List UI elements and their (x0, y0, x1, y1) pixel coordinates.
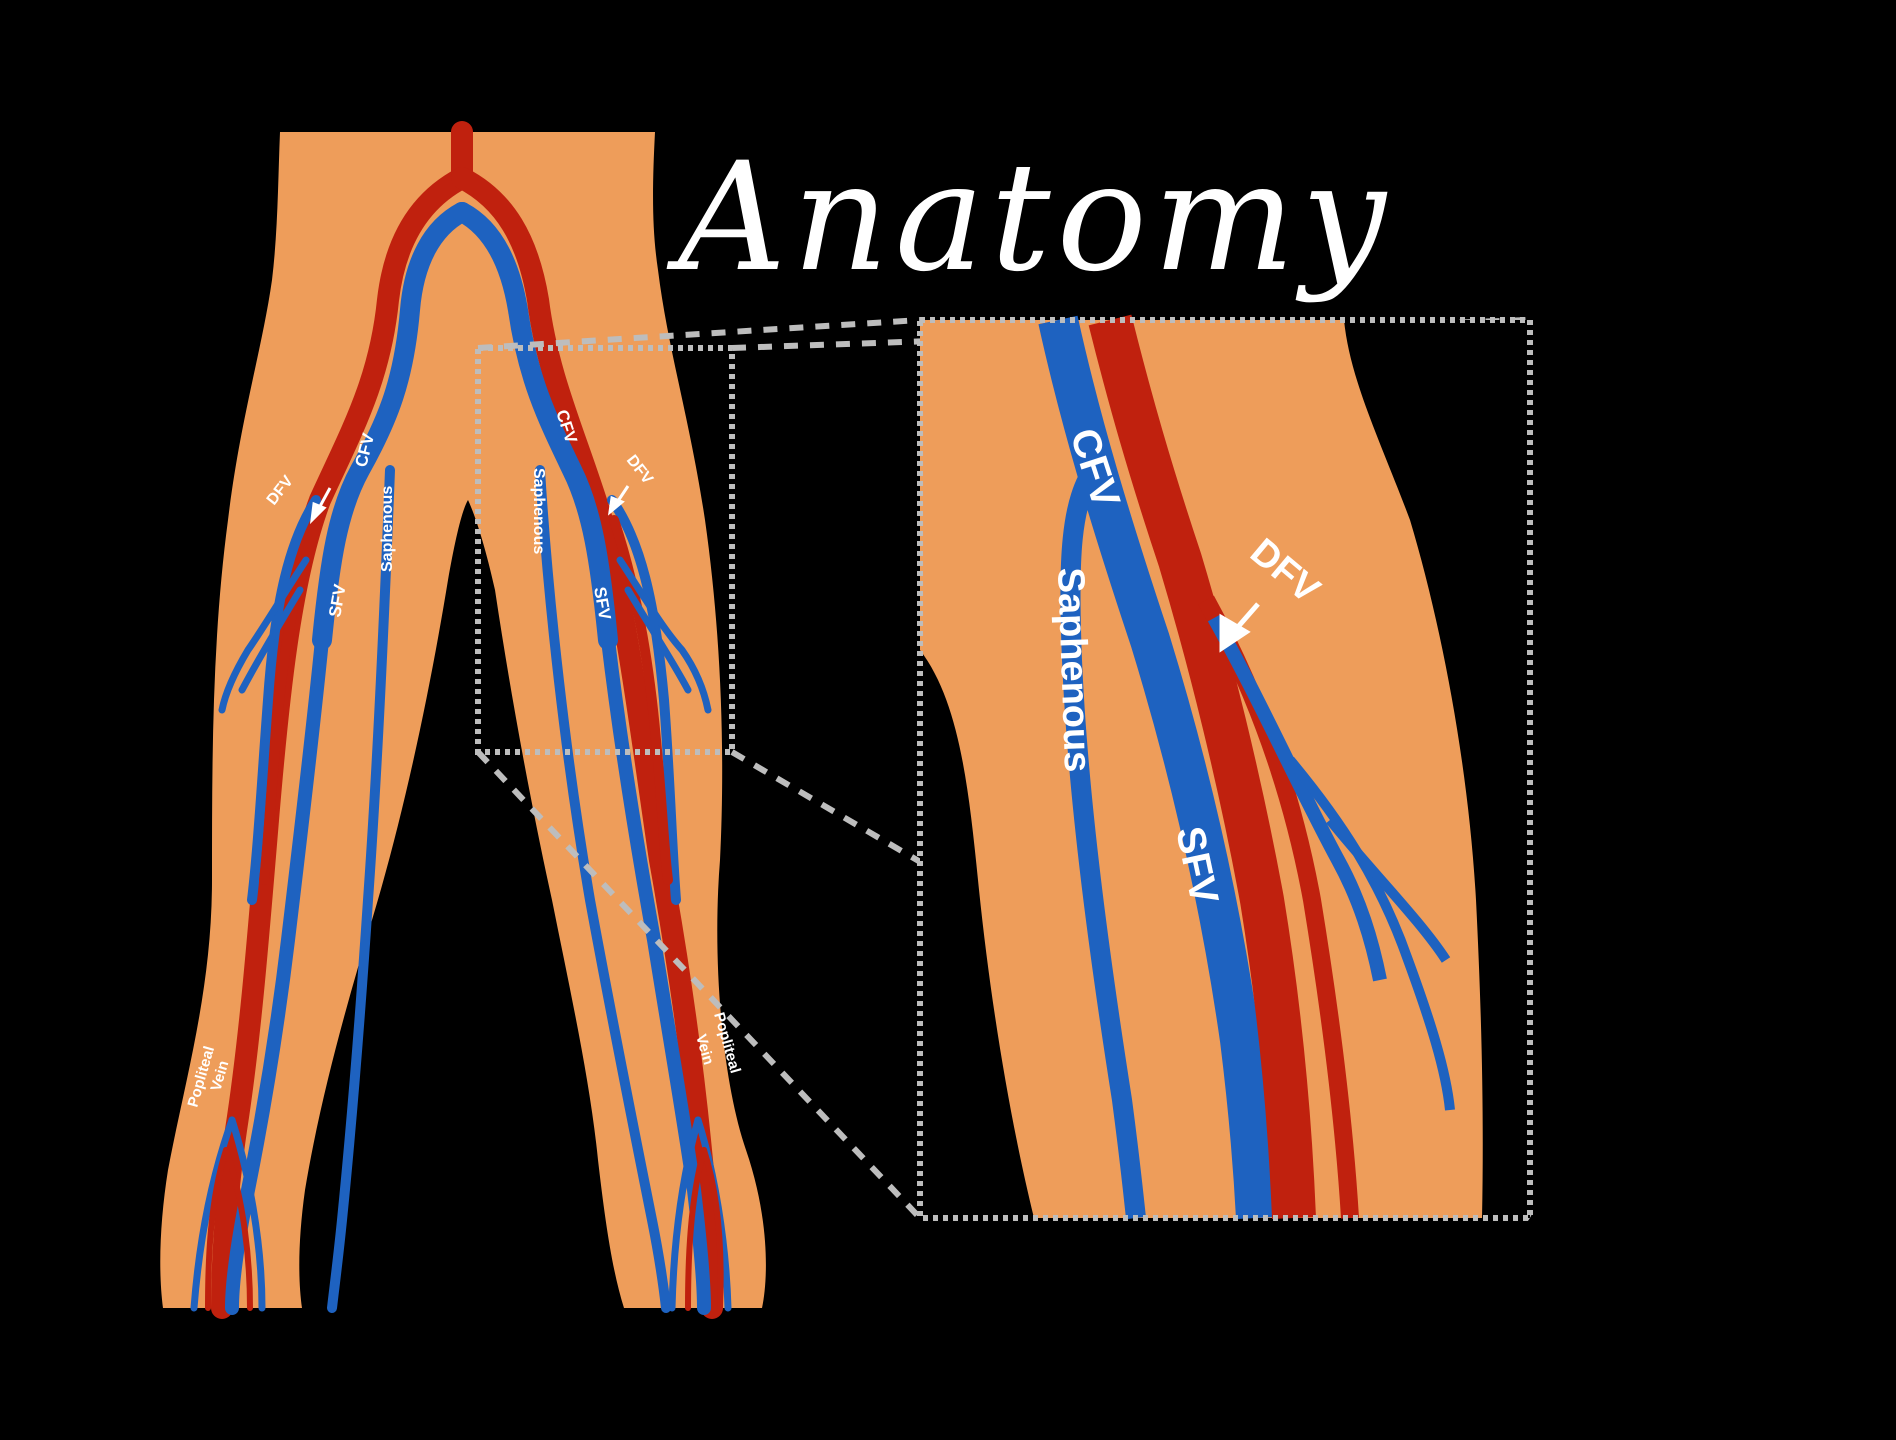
connector-bottom (475, 749, 923, 1221)
source-zoom-box (475, 345, 735, 755)
left-iliac-artery (451, 167, 723, 1319)
zoom-dfv-branch-2 (1326, 816, 1451, 963)
slide-title: Anatomy (678, 131, 1392, 305)
zoom-dfv-vein (1207, 614, 1387, 982)
right-knee-artery-2 (223, 1147, 253, 1311)
zoom-saphenous-label: Saphenous (1049, 567, 1098, 773)
left-knee-artery-1 (685, 1147, 707, 1311)
right-saphenous-vein (327, 465, 395, 1313)
zoom-cfv-sfv-vein (1038, 315, 1276, 1220)
zoom-saphenous-vein (1060, 459, 1146, 1220)
left-knee-artery-2 (701, 1147, 724, 1311)
right-leg-vessels (190, 121, 732, 1319)
right-dfv-arrowhead (309, 501, 327, 525)
left-saphenous-vein (535, 465, 671, 1313)
zoom-panel: CFV DFV SFV Saphenous (917, 314, 1533, 1221)
right-saphenous-label: Saphenous (379, 486, 396, 572)
zoom-dfv-arrow (1219, 602, 1260, 653)
left-dfv (607, 495, 681, 905)
left-dfv-arrowhead (607, 495, 625, 516)
left-knee-vein-1 (668, 1116, 702, 1312)
right-knee-vein-2 (228, 1116, 266, 1312)
right-dfv (247, 495, 321, 905)
left-branch-vein-1 (616, 556, 712, 714)
zoom-panel-border (917, 317, 1533, 1221)
zoom-femoral-artery (1088, 314, 1316, 1219)
right-knee-vein-1 (190, 1116, 236, 1312)
right-iliac-vein (312, 202, 472, 650)
left-saphenous-label: Saphenous (530, 468, 547, 554)
right-sfv (225, 633, 329, 1315)
right-branch-vein-2 (238, 586, 304, 694)
leg-dfv-arrows (309, 485, 630, 525)
left-sfv (601, 633, 711, 1315)
legs-illustration (160, 132, 766, 1308)
left-iliac-vein (452, 202, 618, 650)
zoom-dfv-branch-1 (1286, 756, 1455, 1111)
left-branch-vein-2 (624, 586, 692, 694)
right-knee-artery-1 (205, 1147, 229, 1311)
right-branch-vein-1 (218, 556, 310, 714)
legs-silhouette (160, 132, 766, 1308)
connector-top (477, 317, 921, 351)
